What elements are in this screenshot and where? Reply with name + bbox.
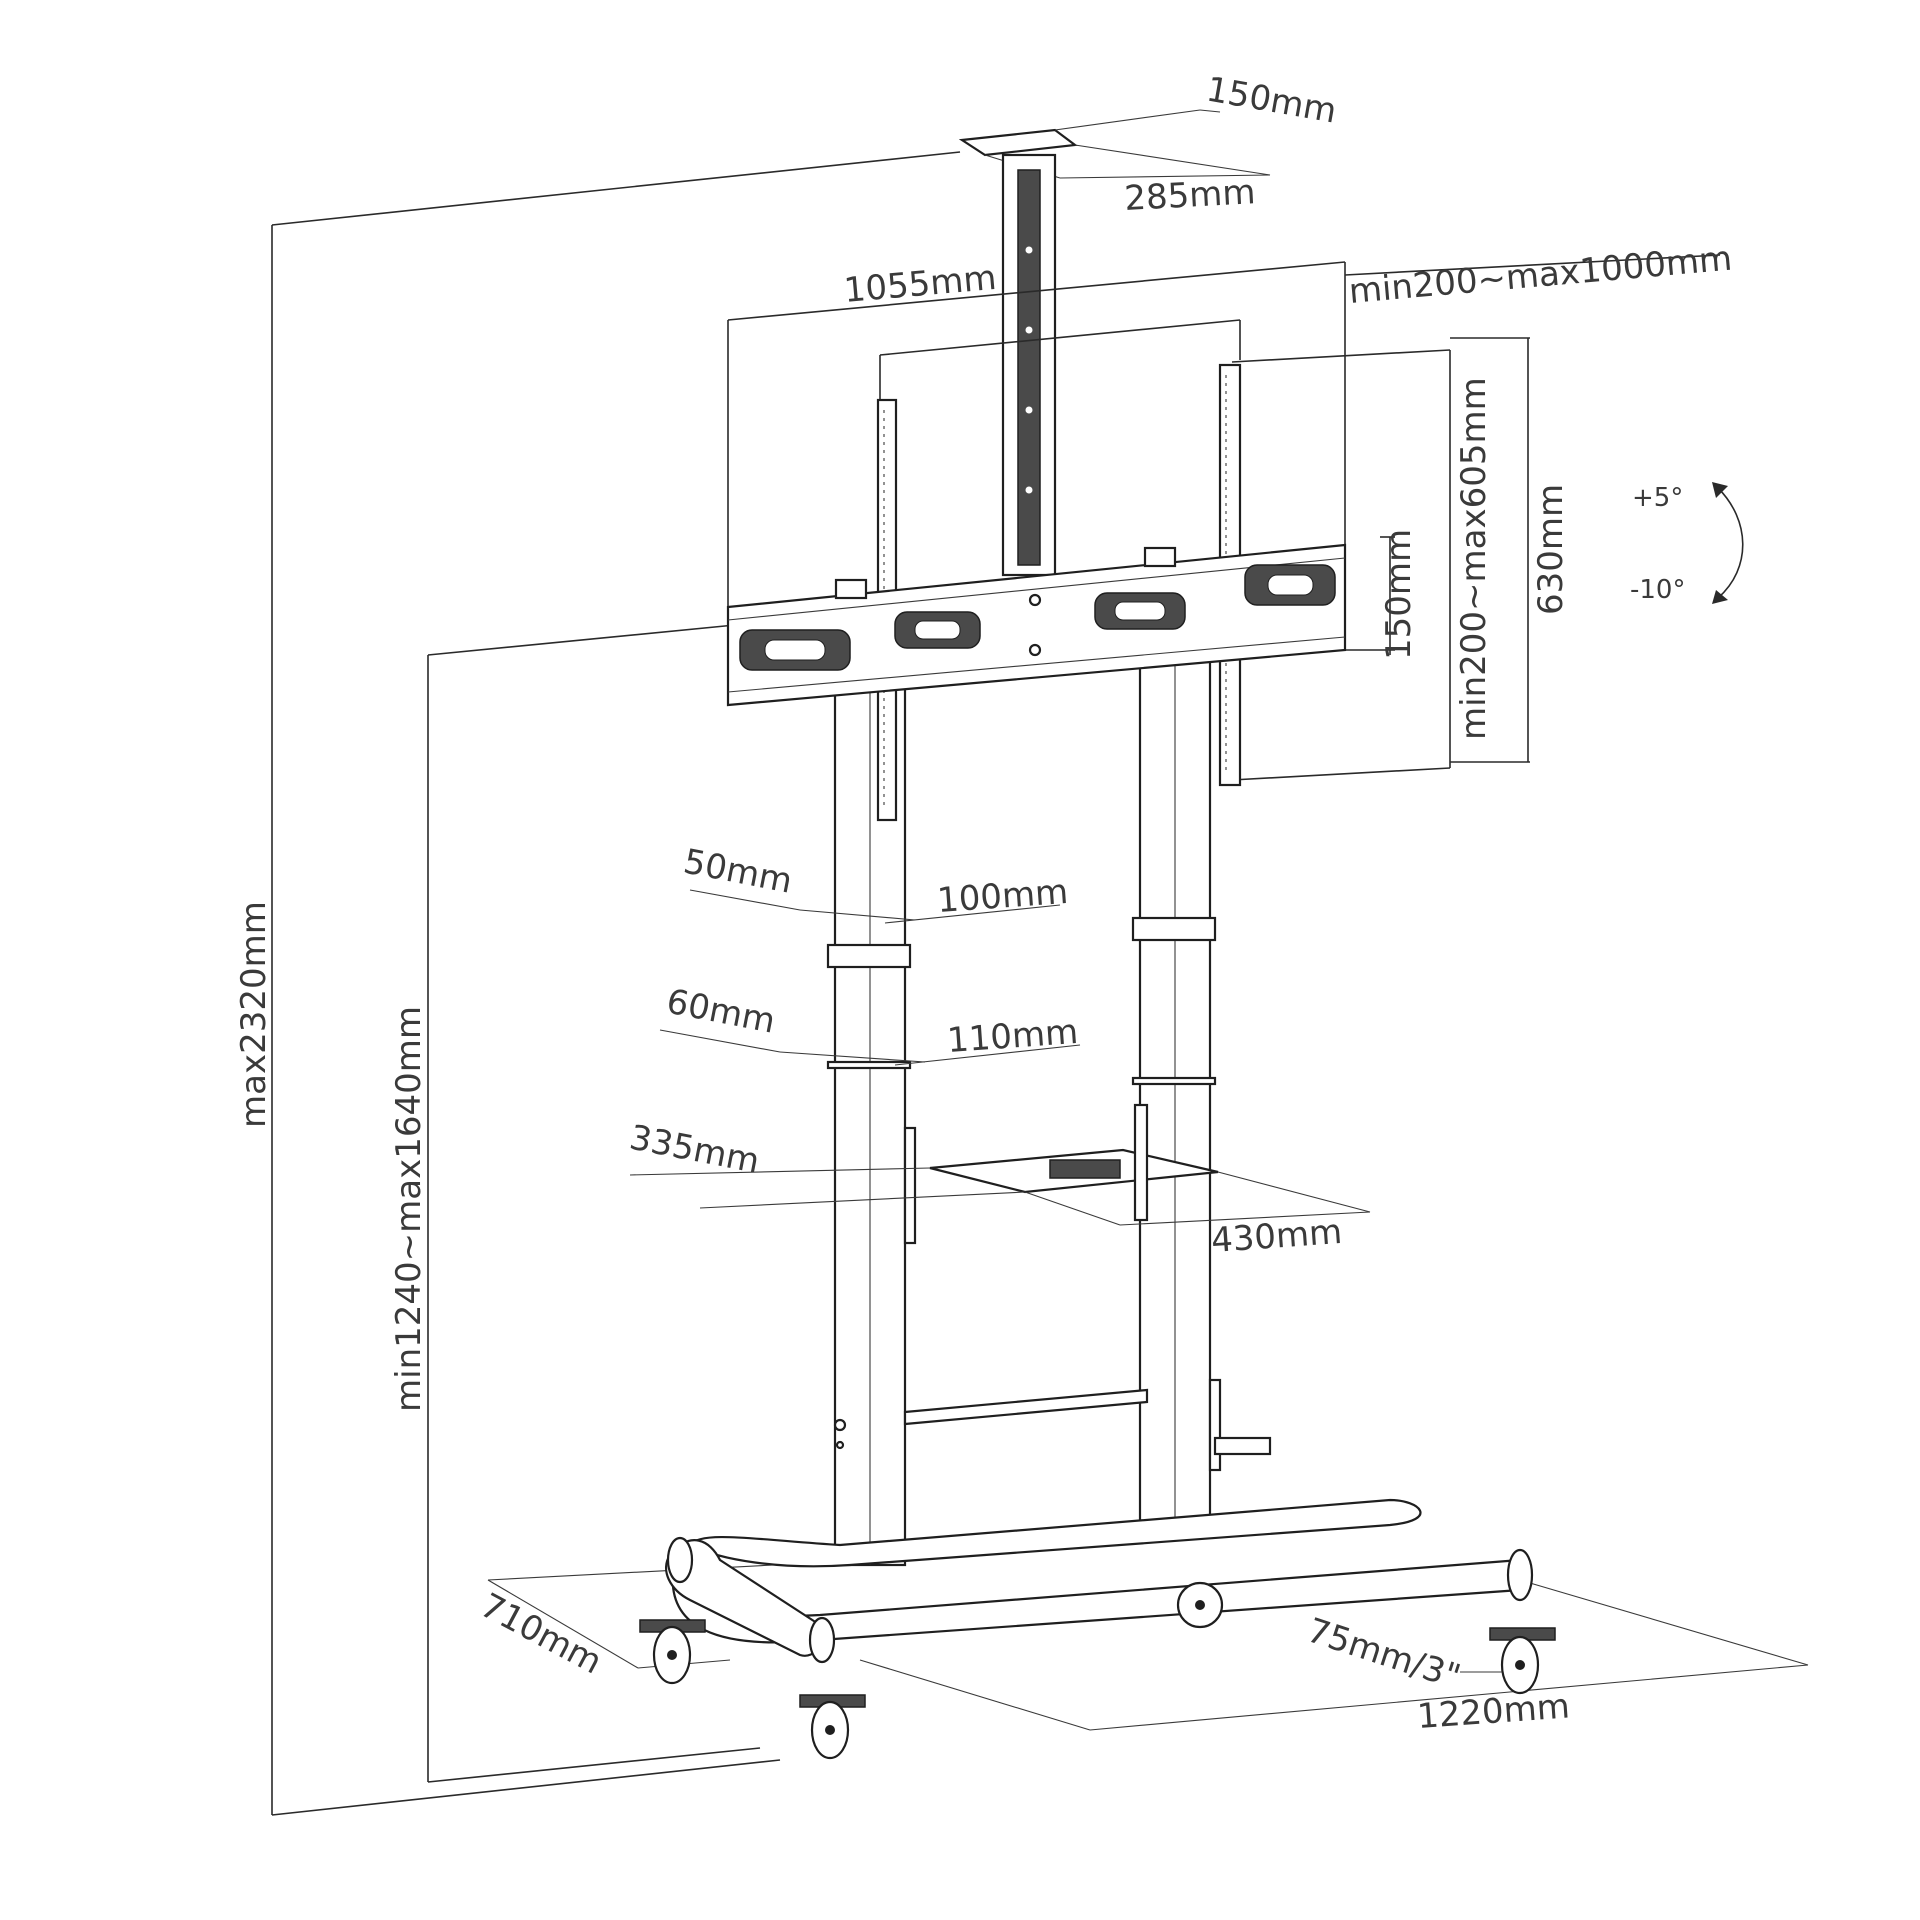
caster-front-left <box>639 1619 706 1685</box>
vesa-horizontal-label: min200~max1000mm <box>1347 239 1733 312</box>
tilt-up-label: +5° <box>1632 483 1683 513</box>
middle-shelf <box>629 1103 1371 1245</box>
height-range-label: min1240~max1640mm <box>389 1006 429 1412</box>
clamp1-a-label: 50mm <box>680 842 795 902</box>
height-range-dimension <box>427 624 761 1783</box>
mount-rail <box>726 543 1347 707</box>
width-dimension-lines <box>727 254 1721 610</box>
top-plate-width-label: 285mm <box>1123 172 1256 219</box>
tilt-arrow-icon <box>1712 482 1744 604</box>
clamp-dimension-lines <box>659 889 1081 1066</box>
right-upright <box>1131 653 1217 1537</box>
bracket-height-label: 630mm <box>1531 484 1571 615</box>
left-upright <box>826 658 912 1567</box>
max-height-label: max2320mm <box>234 901 274 1128</box>
dimension-labels: 150mm 285mm 1055mm min200~max1000mm min2… <box>234 69 1734 1737</box>
clamp2-a-label: 60mm <box>663 982 778 1042</box>
shelf-depth-label: 335mm <box>626 1118 762 1182</box>
vesa-dimension-box <box>1231 337 1530 781</box>
cross-bar <box>903 1378 1272 1472</box>
vesa-vertical-label: min200~max605mm <box>1454 377 1494 740</box>
tilt-down-label: -10° <box>1630 575 1685 605</box>
clamp1-b-label: 100mm <box>936 872 1070 921</box>
base-width-label: 1220mm <box>1416 1686 1571 1737</box>
max-height-dimension <box>271 151 961 1816</box>
shelf-width-label: 430mm <box>1210 1212 1344 1261</box>
base-depth-label: 710mm <box>474 1586 609 1683</box>
caster-back <box>1176 1581 1224 1629</box>
base-frame <box>487 1498 1809 1731</box>
center-column <box>1001 153 1057 577</box>
caster-label: 75mm/3" <box>1302 1611 1465 1698</box>
mount-width-label: 1055mm <box>842 258 998 311</box>
hole-spacing-label: 150mm <box>1379 529 1419 660</box>
caster-front-center <box>799 1694 866 1760</box>
clamp2-b-label: 110mm <box>946 1012 1080 1061</box>
caster-right <box>1460 1627 1556 1695</box>
top-plate-depth-label: 150mm <box>1203 69 1339 131</box>
